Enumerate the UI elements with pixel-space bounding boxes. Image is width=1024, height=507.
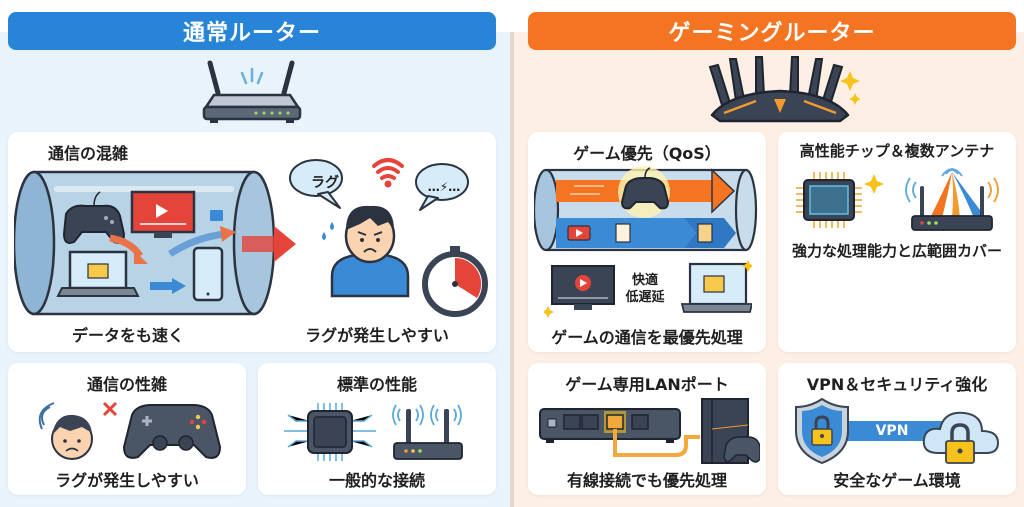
priority-arrow-icon [556,168,736,214]
tv-video-icon [130,190,196,238]
lan-illustration [539,398,760,464]
ethernet-cable-icon [613,429,700,457]
sweat-drop-icon [330,222,334,230]
exit-arrow-icon [242,226,296,262]
lan-port-card: ゲーム専用LANポート 有線接続でも優先処理 [528,363,766,495]
router-icon [202,60,302,123]
smartphone-icon [192,246,224,302]
sparkle-icon [544,306,554,318]
stopwatch-icon [422,246,488,317]
gamepad-icon [122,404,222,459]
card-caption: 一般的な接続 [328,471,425,490]
card-title: ゲーム優先（QoS） [573,144,721,163]
card-caption: 強力な処理能力と広範囲カバー [791,242,1002,260]
card-caption: 有線接続でも優先処理 [566,471,727,490]
lag-card: 通信の性雑 ラグが発生しや [8,363,246,495]
chip-antenna-card: 高性能チップ＆複数アンテナ 強力な処理能力と広範囲カバー [778,132,1016,352]
shield-lock-icon [795,397,849,465]
low-latency-text: 低遅延 [625,290,665,305]
document-icon [615,223,631,243]
card-title: 高性能チップ＆複数アンテナ [799,142,995,160]
card-caption: ラグが発生しやすい [55,471,199,490]
card-title: ゲーム専用LANポート [565,375,729,394]
pipe-icon [14,170,276,316]
card-caption: 安全なゲーム環境 [833,471,961,490]
gamepad-icon [620,167,670,210]
lag-illustration [38,401,222,460]
devices-illustration [544,260,752,318]
gaming-router-icon [708,56,860,123]
priority-pipe-icon [534,166,758,252]
arrow-icon [109,234,144,258]
gaming-router-header: ゲーミングルーター [528,12,1016,50]
panel-divider [510,32,514,507]
card-title: 標準の性能 [336,375,417,394]
lag-bubble-text: ラグ [311,175,339,191]
lan-switch-icon [539,408,681,443]
router-antenna-icon [905,168,999,231]
vpn-label: VPN [875,423,909,439]
congestion-card: 通信の混雑 [8,132,496,352]
standard-performance-card: 標準の性能 一般的な接続 [258,363,496,495]
card-title: 通信の性雑 [86,375,167,394]
low-latency-label: 快適 低遅延 [620,272,670,306]
x-mark-icon [102,401,118,417]
broken-bubble-text: …⚡… [427,180,461,194]
card-title: VPN＆セキュリティ強化 [806,375,988,394]
chip-icon [796,172,884,228]
sparkle-icon [864,174,884,194]
qos-card: ゲーム優先（QoS） [528,132,766,352]
chip-icon [284,403,376,461]
laptop-icon [680,262,752,313]
normal-router-header: 通常ルーター [8,12,496,50]
vpn-security-card: VPN＆セキュリティ強化 VPN 安全なゲーム環境 [778,363,1016,495]
card-caption-left: データをも速く [71,326,184,345]
vpn-illustration [795,397,1000,465]
worried-face-icon [51,414,93,460]
frustrated-user-icon [289,158,488,317]
card-caption-right: ラグが発生しやすい [305,326,449,345]
cloud-lock-icon [922,411,1000,464]
signal-wave-icon [38,402,55,430]
folder-icon [210,210,223,221]
comfort-text: 快適 [631,273,658,288]
router-icon [392,404,463,460]
card-caption: ゲームの通信を最優先処理 [551,328,743,347]
weak-wifi-icon [372,158,404,188]
laptop-folder-icon [56,250,140,297]
gamepad-icon [62,191,126,244]
gamepad-icon [723,436,760,463]
tv-icon [551,265,615,310]
card-title: 通信の混雑 [47,144,128,163]
